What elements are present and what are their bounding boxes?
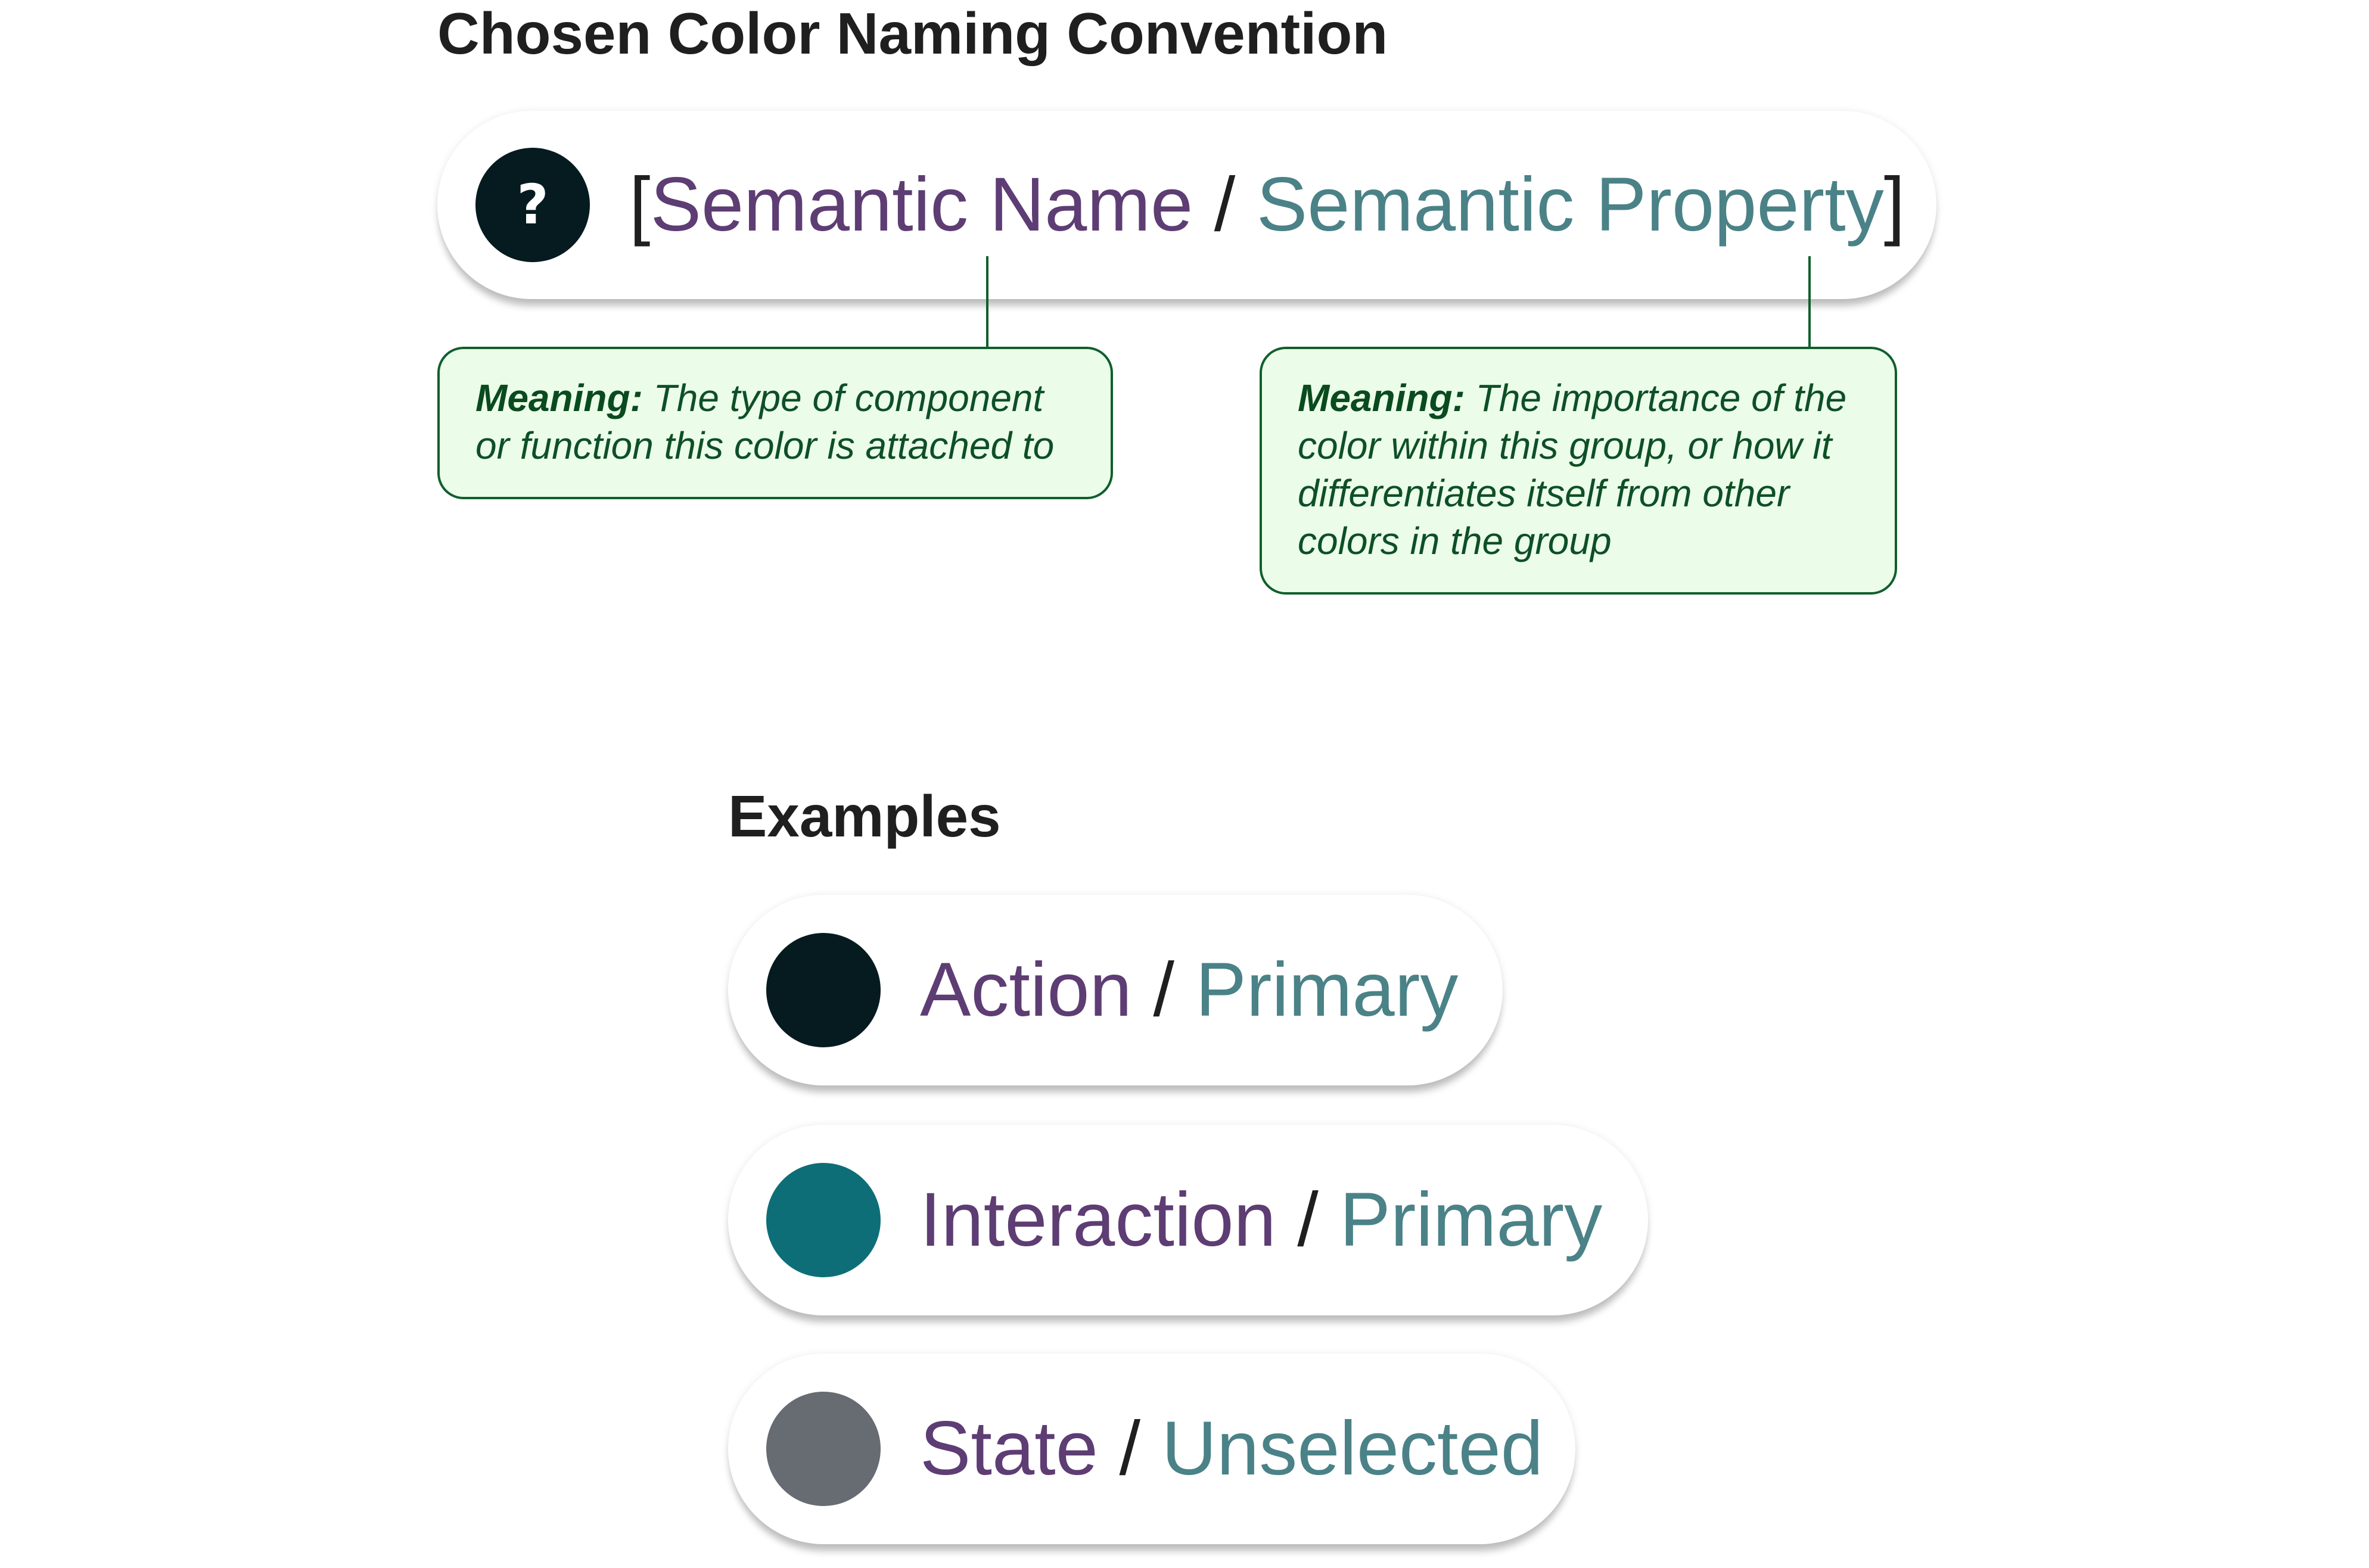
convention-formula: [Semantic Name / Semantic Property] [629,167,1905,243]
example-semantic-property: Unselected [1161,1406,1543,1491]
examples-heading: Examples [728,783,1001,849]
meaning-text: The type of component or function this c… [475,377,1055,467]
close-bracket: ] [1883,162,1905,247]
page-title: Chosen Color Naming Convention [437,1,1388,66]
example-semantic-name: Action [920,947,1132,1032]
example-semantic-property: Primary [1339,1177,1603,1262]
separator-slash: / [1214,162,1236,247]
open-bracket: [ [629,162,651,247]
color-swatch [766,933,881,1047]
connector-line-name [986,256,988,347]
question-mark-icon: ? [475,148,590,262]
color-swatch [766,1163,881,1277]
example-label: Action / Primary [920,952,1458,1028]
color-swatch [766,1392,881,1506]
example-semantic-property: Primary [1195,947,1459,1032]
separator-slash: / [1297,1177,1319,1262]
separator-slash: / [1119,1406,1140,1491]
separator-slash: / [1153,947,1174,1032]
example-label: State / Unselected [920,1411,1543,1487]
connector-line-property [1808,256,1811,347]
example-pill-state-unselected: State / Unselected [728,1354,1575,1544]
meaning-label: Meaning: [1298,377,1465,419]
meaning-text: The importance of the color within this … [1298,377,1847,562]
semantic-name-label: Semantic Name [650,162,1193,247]
example-label: Interaction / Primary [920,1182,1602,1258]
example-pill-action-primary: Action / Primary [728,895,1503,1085]
semantic-property-label: Semantic Property [1256,162,1884,247]
naming-convention-pill: ? [Semantic Name / Semantic Property] [437,111,1936,299]
question-mark-glyph: ? [517,173,549,237]
meaning-label: Meaning: [475,377,643,419]
semantic-name-meaning-callout: Meaning: The type of component or functi… [437,347,1113,499]
example-pill-interaction-primary: Interaction / Primary [728,1125,1648,1315]
example-semantic-name: State [920,1406,1098,1491]
example-semantic-name: Interaction [920,1177,1276,1262]
semantic-property-meaning-callout: Meaning: The importance of the color wit… [1260,347,1897,595]
